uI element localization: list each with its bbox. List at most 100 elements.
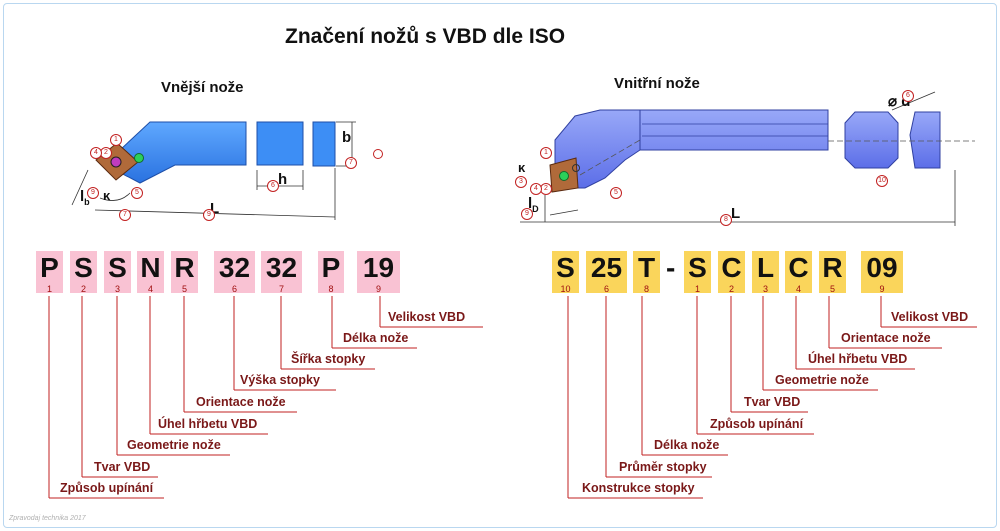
code-label: Délka nože xyxy=(343,331,409,345)
dimension-number-marker: 7 xyxy=(345,157,357,169)
code-label: Velikost VBD xyxy=(891,310,969,324)
code-position-number: 7 xyxy=(278,284,284,294)
shank-section xyxy=(256,121,304,166)
insert-hole xyxy=(110,156,122,168)
inner-tools-heading: Vnitřní nože xyxy=(614,75,700,92)
code-position-number: 10 xyxy=(560,284,571,294)
code-letter: S xyxy=(556,252,575,283)
outer-tool-shank xyxy=(114,121,247,184)
outer-tools-heading: Vnější nože xyxy=(161,79,244,96)
code-letter: 25 xyxy=(590,252,623,283)
code-position-number: 8 xyxy=(328,284,334,294)
inner-tool-drawing xyxy=(520,91,975,226)
code-label: Geometrie nože xyxy=(775,373,869,387)
code-position-number: 4 xyxy=(147,284,153,294)
dimension-number-marker: 4 xyxy=(530,183,542,195)
dimension-number-marker: 6 xyxy=(267,180,279,192)
code-leader-lines xyxy=(48,296,977,499)
code-label: Průměr stopky xyxy=(619,460,707,474)
dim-h: h xyxy=(278,171,288,188)
code-position-number: 6 xyxy=(603,284,609,294)
code-label: Způsob upínání xyxy=(60,481,154,495)
code-letter: 09 xyxy=(866,252,898,283)
code-letter: 32 xyxy=(265,252,298,283)
code-letter: R xyxy=(174,252,195,283)
inner-tool-bar xyxy=(554,109,829,189)
code-position-number: 2 xyxy=(728,284,734,294)
code-position-number: 1 xyxy=(694,284,700,294)
code-label: Výška stopky xyxy=(240,373,320,387)
code-position-number: 6 xyxy=(231,284,237,294)
code-position-number: 1 xyxy=(46,284,52,294)
code-position-number: 3 xyxy=(114,284,120,294)
dimension-number-marker: 3 xyxy=(515,176,527,188)
code-letter: R xyxy=(822,252,843,283)
dim-l-right: lD xyxy=(528,195,539,214)
code-label: Tvar VBD xyxy=(94,460,151,474)
dimension-number-marker: 6 xyxy=(902,90,914,102)
code-letter: S xyxy=(108,252,127,283)
dimension-number-marker: 10 xyxy=(876,175,888,187)
dim-L-left: L xyxy=(210,200,220,217)
code-position-number: 5 xyxy=(829,284,835,294)
dimension-number-marker: 9 xyxy=(203,209,215,221)
code-letter: T xyxy=(637,252,656,283)
code-letter: P xyxy=(40,252,59,283)
code-letter: 32 xyxy=(218,252,251,283)
code-label: Způsob upínání xyxy=(710,417,804,431)
code-label: Úhel hřbetu VBD xyxy=(158,417,258,431)
dimension-number-marker: 5 xyxy=(610,187,622,199)
credit-text: Zpravodaj technika 2017 xyxy=(9,515,86,522)
code-position-number: 9 xyxy=(879,284,885,294)
dim-b: b xyxy=(342,129,352,146)
code-label: Úhel hřbetu VBD xyxy=(808,352,908,366)
figure-frame xyxy=(3,3,997,528)
outer-tool-drawing xyxy=(71,121,383,220)
code-letter: N xyxy=(140,252,161,283)
code-separator: - xyxy=(666,252,676,283)
shank-end xyxy=(312,121,336,167)
code-position-number: 9 xyxy=(375,284,381,294)
bar-end xyxy=(909,111,941,169)
dimension-number-marker: 5 xyxy=(131,187,143,199)
code-letter: P xyxy=(321,252,341,283)
dim-l-left: lb xyxy=(80,188,90,207)
dim-kappa-right: κ xyxy=(518,160,526,175)
dimension-number-marker: 4 xyxy=(90,147,102,159)
dimension-number-marker: 9 xyxy=(87,187,99,199)
code-position-number: 3 xyxy=(762,284,768,294)
bar-section xyxy=(844,111,899,169)
code-letter: C xyxy=(721,252,742,283)
code-label: Orientace nože xyxy=(841,331,931,345)
clamp-screw xyxy=(134,153,144,163)
code-label: Šířka stopky xyxy=(291,352,366,366)
code-label: Geometrie nože xyxy=(127,438,221,452)
page-title: Značení nožů s VBD dle ISO xyxy=(285,25,566,48)
code-label: Velikost VBD xyxy=(388,310,466,324)
dimension-number-marker: 1 xyxy=(110,134,122,146)
code-label: Tvar VBD xyxy=(744,395,801,409)
dimension-number-marker: 8 xyxy=(720,214,732,226)
code-label: Orientace nože xyxy=(196,395,286,409)
dim-L-right: L xyxy=(731,205,741,222)
code-position-number: 8 xyxy=(643,284,649,294)
code-position-number: 5 xyxy=(181,284,187,294)
code-label: Délka nože xyxy=(654,438,720,452)
